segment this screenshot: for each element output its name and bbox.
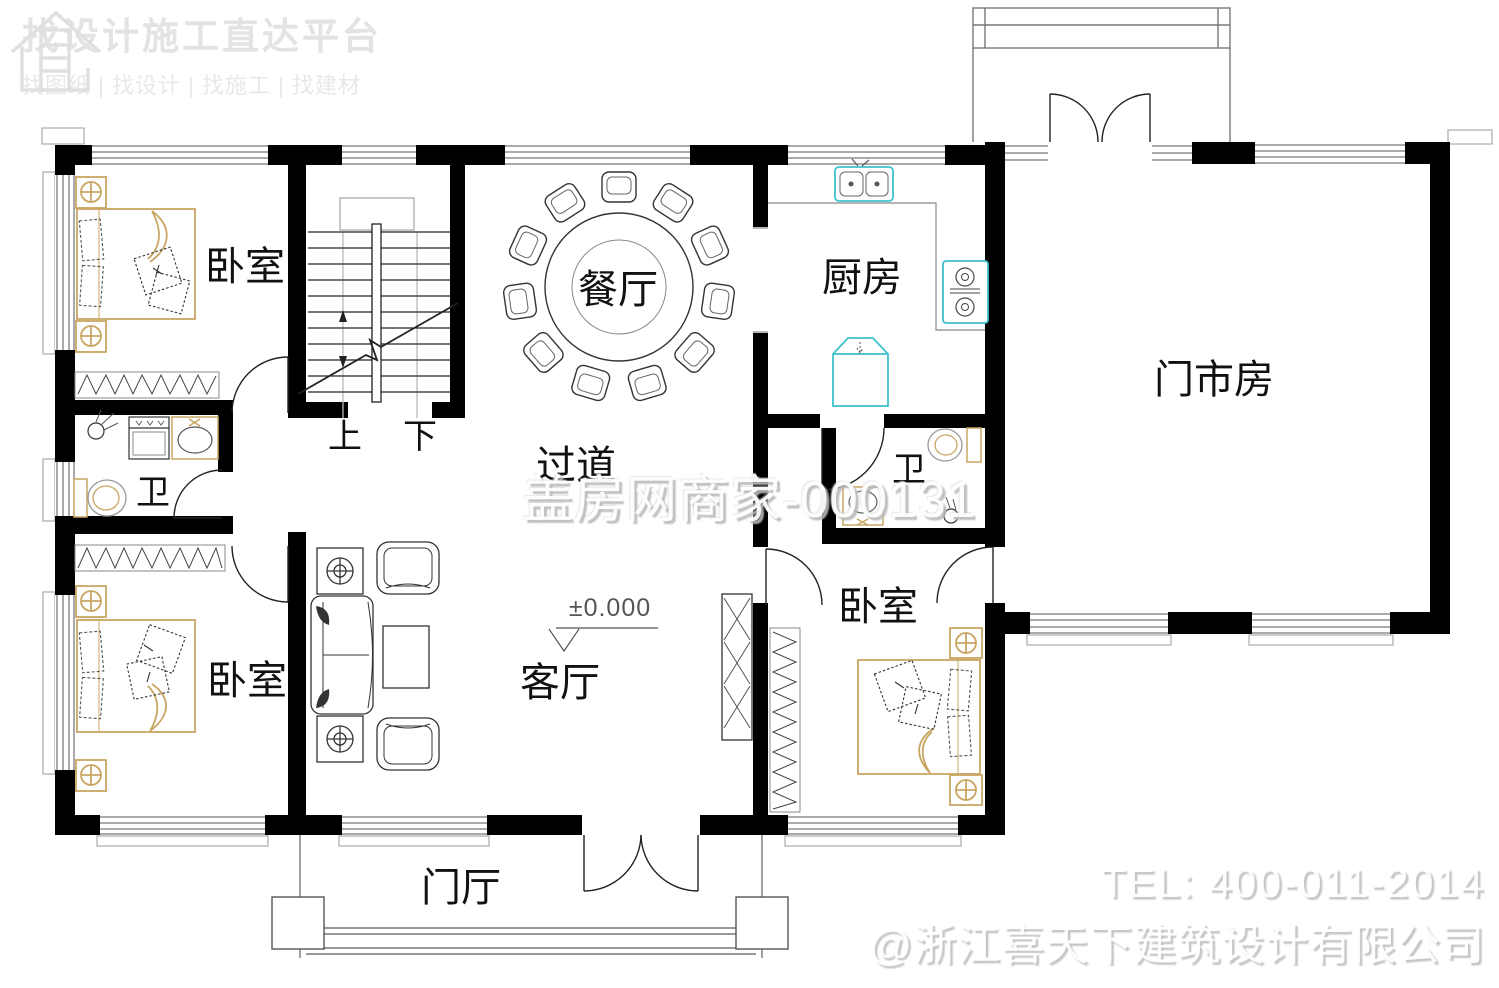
window-shop-top-left xyxy=(1005,142,1048,164)
door-bedroom-bottom-left xyxy=(231,545,289,603)
window-bottom-living xyxy=(342,815,487,835)
wash-basin-right xyxy=(842,486,884,526)
bathroom-left-fixtures xyxy=(73,409,219,518)
contact-block: TEL: 400-011-2014 @浙江喜天下建筑设计有限公司 xyxy=(868,860,1485,973)
window-top-kitchen xyxy=(788,145,945,165)
toilet-left xyxy=(73,478,127,518)
wardrobe-right xyxy=(769,627,801,813)
toilet-right xyxy=(927,427,982,463)
label-shop-room: 门市房 xyxy=(1154,358,1274,402)
window-left-bedroom-top xyxy=(55,175,75,350)
label-bathroom-left: 卫 xyxy=(136,474,170,512)
sofa-set xyxy=(310,541,440,771)
stair-stringer xyxy=(371,223,382,403)
washing-machine xyxy=(128,416,170,460)
armchair-bottom xyxy=(376,717,440,771)
label-bedroom-top-left: 卧室 xyxy=(205,245,285,289)
watermark-text: 盖房网商家-000131 xyxy=(522,471,977,528)
window-top-dining xyxy=(505,145,690,165)
stair-break-line xyxy=(297,302,459,395)
dining-chairs xyxy=(502,171,736,402)
label-bedroom-right: 卧室 xyxy=(838,585,918,629)
door-main-entrance xyxy=(583,834,699,892)
window-left-bath xyxy=(55,462,75,516)
entry-door-opening xyxy=(582,815,700,835)
entrance-porch xyxy=(271,835,789,958)
door-bedroom-top-left xyxy=(231,356,289,414)
bathroom-right-fixtures xyxy=(842,427,982,526)
kitchen-fridge xyxy=(832,337,889,407)
shop-door-opening xyxy=(1048,142,1152,164)
contact-company: @浙江喜天下建筑设计有限公司 xyxy=(868,922,1485,970)
bed-bottom-left xyxy=(75,585,196,792)
label-kitchen: 厨房 xyxy=(822,256,902,300)
dining-table-set xyxy=(502,171,736,402)
doors xyxy=(173,93,1151,892)
label-hallway: 过道 xyxy=(536,444,616,488)
elevation-label: ±0.000 xyxy=(569,594,651,622)
window-sills xyxy=(41,127,1493,847)
window-bottom-bedroom-right xyxy=(788,815,958,835)
door-bathroom-left xyxy=(173,469,223,519)
platform-logo: 找设计施工直达平台 找图纸 | 找设计 | 找施工 | 找建材 xyxy=(8,6,382,100)
wardrobe-bottom-left xyxy=(74,544,226,572)
coffee-table xyxy=(382,625,430,689)
shower-head-left xyxy=(87,409,119,440)
wardrobe-top-left xyxy=(74,371,220,399)
wash-basin-left xyxy=(171,416,219,460)
door-bedroom-right xyxy=(765,548,823,606)
label-stair-down: 下 xyxy=(403,418,437,456)
room-labels: 卧室 餐厅 厨房 门市房 卫 卫 过道 客厅 卧室 卧室 门厅 上 下 xyxy=(136,245,1274,910)
label-living-room: 客厅 xyxy=(520,661,600,705)
logo-house-icon xyxy=(10,10,102,92)
window-shop-bottom-right xyxy=(1252,612,1390,634)
bed-top-left xyxy=(75,176,196,353)
bed-right xyxy=(857,627,983,806)
windows xyxy=(55,142,1405,835)
kitchen-stove xyxy=(942,260,989,324)
window-shop-top-right xyxy=(1255,142,1405,164)
label-bedroom-bottom-left: 卧室 xyxy=(207,659,287,703)
door-bathroom-right xyxy=(821,427,885,491)
staircase xyxy=(297,197,459,418)
window-top-stair xyxy=(342,145,416,165)
window-left-bedroom-bottom xyxy=(55,595,75,770)
opening-dining-kitchen xyxy=(753,227,768,333)
label-bathroom-right: 卫 xyxy=(892,451,926,489)
armchair-top xyxy=(376,541,440,595)
label-dining-room: 餐厅 xyxy=(578,268,658,312)
tv-cabinet xyxy=(721,593,753,741)
door-shop-entrance xyxy=(1049,93,1151,143)
window-shop-top-mid xyxy=(1152,142,1192,164)
kitchen-sink xyxy=(834,158,894,202)
door-shop-inner xyxy=(936,546,994,604)
label-entrance-hall: 门厅 xyxy=(421,866,501,910)
elevation-marker: ±0.000 xyxy=(548,594,658,653)
logo-subtitle: 找图纸 | 找设计 | 找施工 | 找建材 xyxy=(22,73,361,98)
window-shop-bottom-left xyxy=(1030,612,1168,634)
window-top-bedroom xyxy=(92,145,268,165)
contact-tel: TEL: 400-011-2014 xyxy=(1100,860,1485,906)
kitchen-fixtures xyxy=(832,158,989,407)
shop-canopy xyxy=(972,7,1231,142)
window-bottom-bedroom xyxy=(100,815,265,835)
kitchen-counter xyxy=(768,202,985,331)
shower-head-right xyxy=(934,496,959,524)
sofa xyxy=(310,595,374,715)
label-stair-up: 上 xyxy=(328,418,362,456)
